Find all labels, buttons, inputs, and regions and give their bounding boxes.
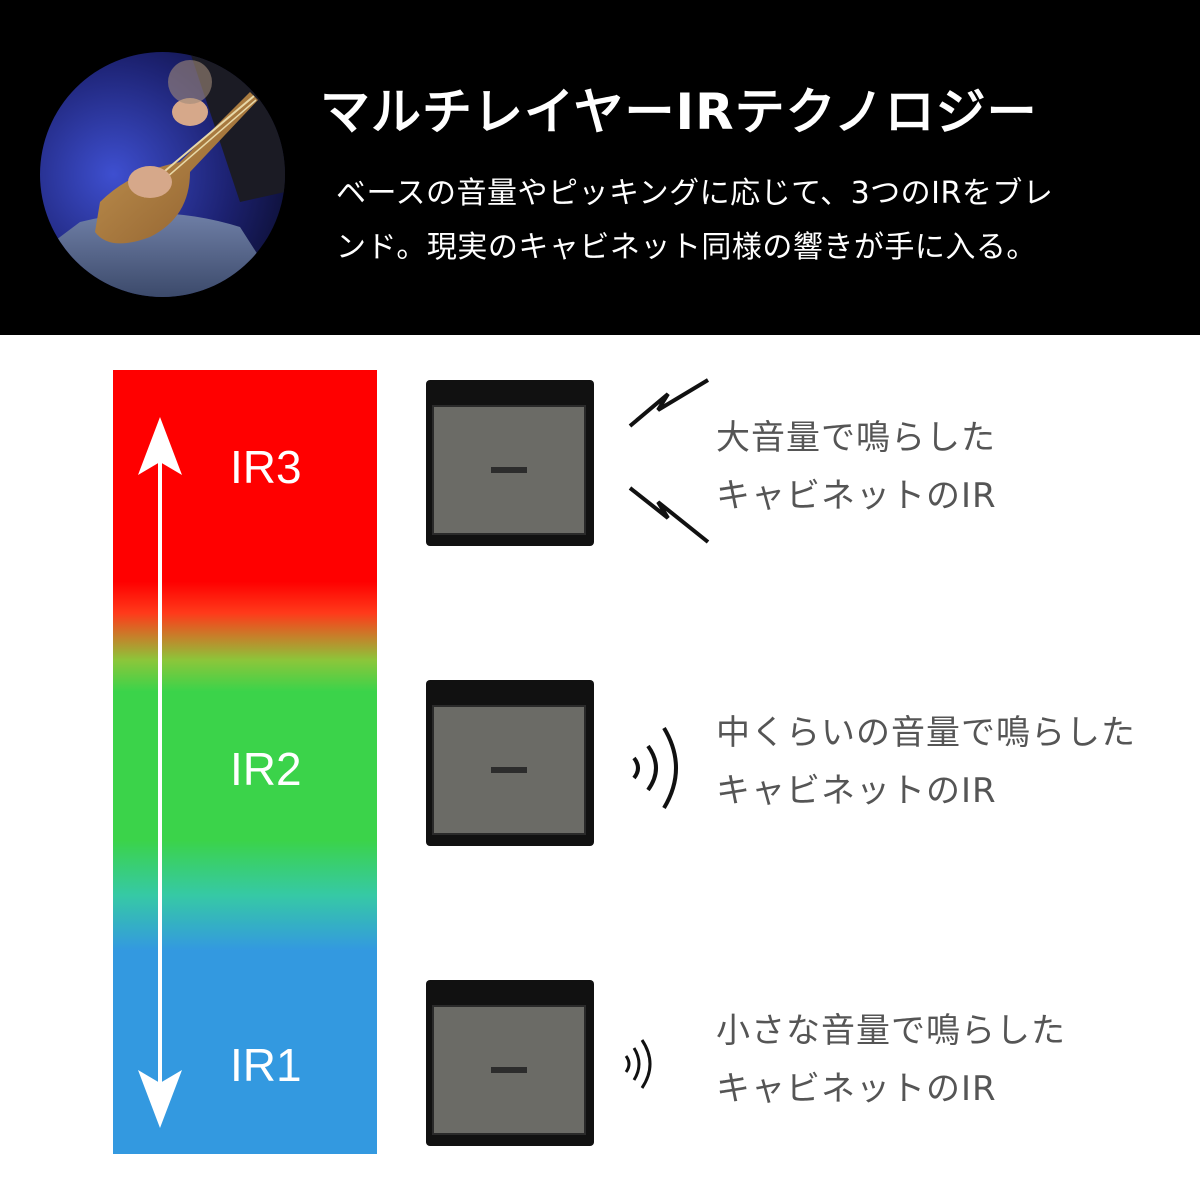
page-title: マルチレイヤーIRテクノロジー	[320, 83, 1038, 141]
bass-player-photo	[40, 52, 285, 297]
cabinet-1-description-line-2: キャビネットのIR	[716, 476, 997, 516]
cabinet-3-description-line-2: キャビネットのIR	[716, 1069, 997, 1109]
lightning-icon	[628, 378, 710, 544]
sound-waves-large-icon	[632, 726, 678, 810]
cabinet-2-description-line-2: キャビネットのIR	[716, 771, 997, 811]
sound-waves-small-icon	[624, 1039, 652, 1089]
cabinet-icon	[426, 980, 594, 1146]
subtitle-line-1: ベースの音量やピッキングに応じて、3つのIRをブレ	[336, 176, 1054, 211]
cabinet-3-description-line-1: 小さな音量で鳴らした	[716, 1011, 1066, 1051]
subtitle-line-2: ンド。現実のキャビネット同様の響きが手に入る。	[336, 230, 1037, 265]
ir3-label: IR3	[230, 441, 302, 493]
ir1-label: IR1	[230, 1039, 302, 1091]
cabinet-1-description-line-1: 大音量で鳴らした	[716, 418, 996, 458]
cabinet-icon	[426, 680, 594, 846]
cabinet-icon	[426, 380, 594, 546]
header-banner: マルチレイヤーIRテクノロジー ベースの音量やピッキングに応じて、3つのIRをブ…	[0, 0, 1200, 335]
double-arrow-icon	[138, 417, 182, 1128]
volume-gradient-bar	[113, 370, 377, 1154]
ir2-label: IR2	[230, 743, 302, 795]
bass-player-avatar	[40, 52, 285, 297]
cabinet-2-description-line-1: 中くらいの音量で鳴らした	[716, 713, 1136, 753]
